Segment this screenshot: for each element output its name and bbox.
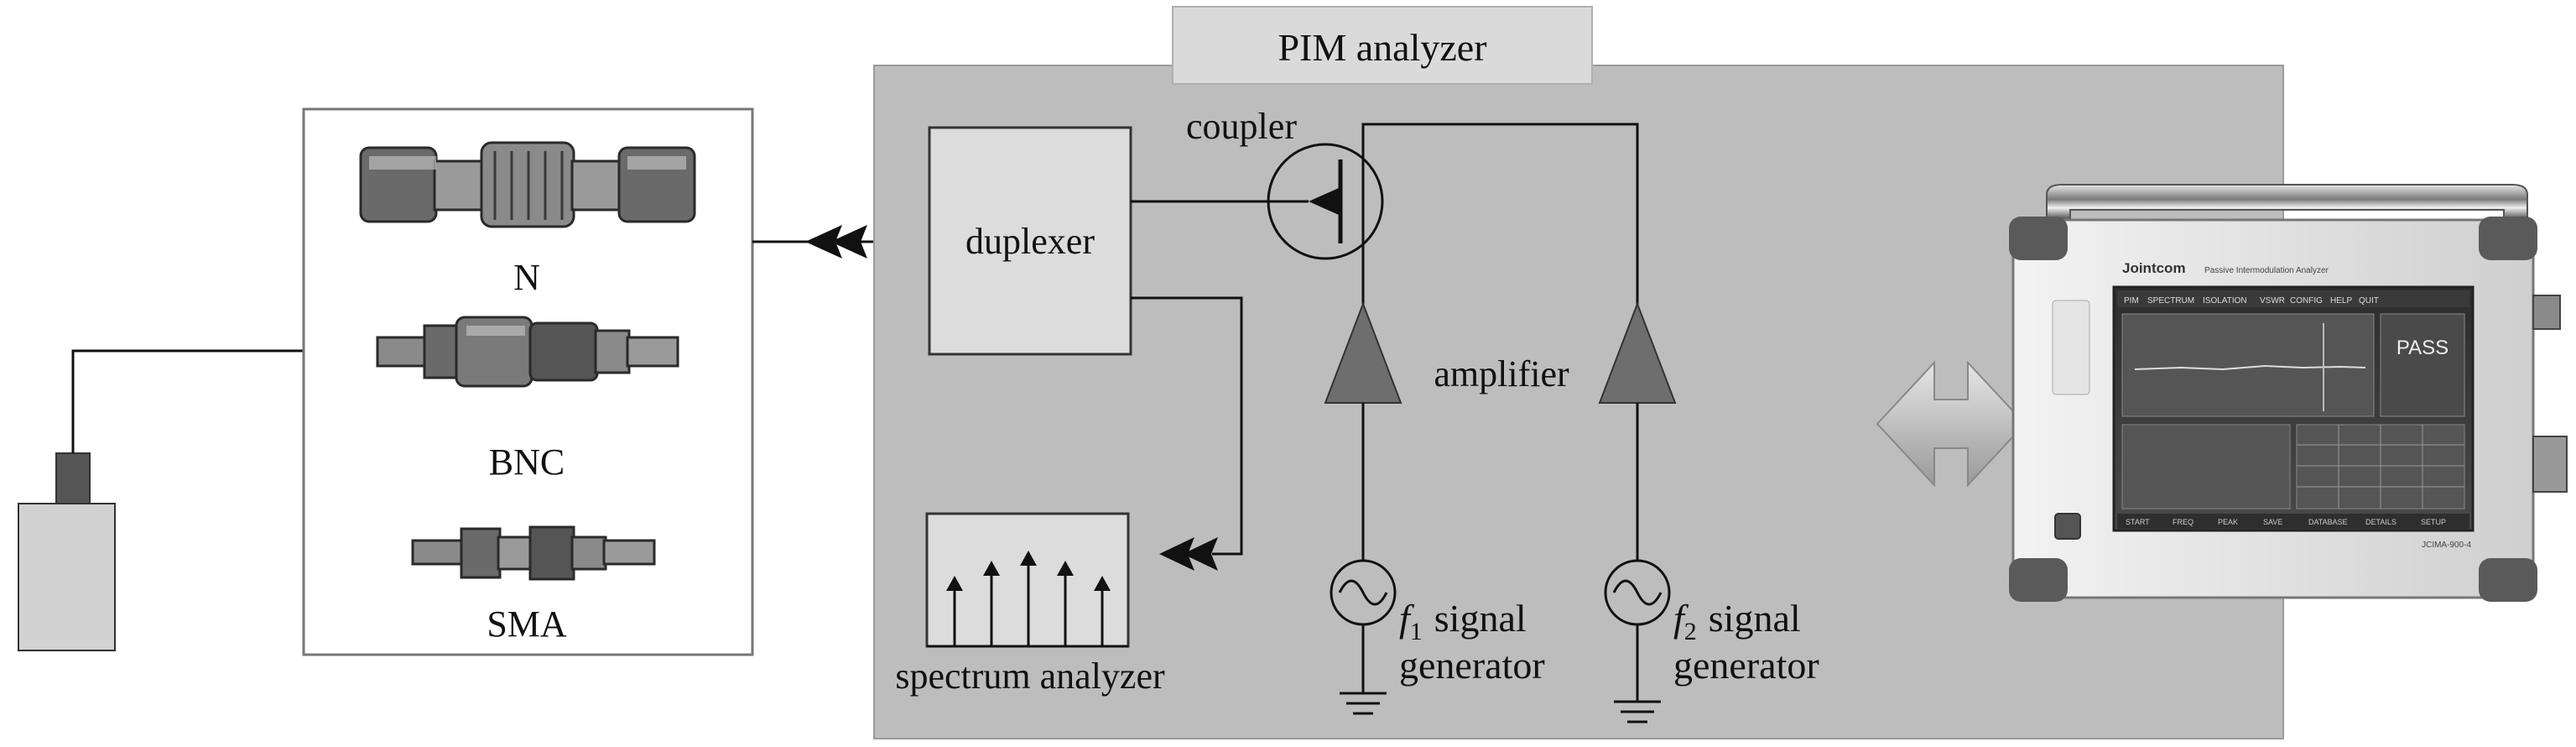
screen-pass-text: PASS [2396, 337, 2449, 359]
bumper-top-right [2479, 217, 2537, 260]
sma-adapter-image [411, 525, 656, 581]
instrument-port-1 [2532, 295, 2561, 330]
screen-menu-0: PIM [2124, 296, 2139, 306]
softkey-4: DATABASE [2308, 518, 2348, 526]
n-connector-label: N [513, 257, 540, 298]
instrument-port-2 [2532, 436, 2568, 493]
pim-analyzer-instrument: Jointcom Passive Intermodulation Analyze… [2009, 184, 2568, 602]
spectrum-arrow-head-2 [1183, 537, 1218, 571]
pim-analyzer-title-box [1172, 6, 1593, 85]
bnc-connector-label: BNC [489, 441, 565, 483]
coupler-label: coupler [1186, 106, 1297, 147]
spectrum-arrow-head-1 [1159, 537, 1194, 571]
duplexer-spectrum-line [1131, 296, 1243, 556]
dut-device [18, 349, 304, 651]
output-arrow [752, 225, 933, 259]
softkey-1: FREQ [2173, 518, 2194, 526]
screen-trace-line [2134, 364, 2366, 371]
coupler-top-line [1361, 123, 1639, 340]
bumper-bottom-right [2479, 558, 2537, 602]
screen-menu-2: ISOLATION [2203, 296, 2247, 306]
instrument-model: JCIMA-900-4 [2422, 541, 2471, 550]
softkey-0: START [2126, 518, 2150, 526]
bnc-adapter-image [376, 316, 679, 388]
instrument-led-panel [2052, 300, 2090, 395]
screen-spectrum-panel [2121, 424, 2291, 509]
screen-trace-panel [2121, 313, 2375, 417]
softkey-5: DETAILS [2365, 518, 2396, 526]
spectrum-lines-icon [927, 551, 1128, 648]
screen-pass-panel [2380, 313, 2465, 417]
ground-1-icon [1340, 692, 1387, 715]
pim-analyzer-title: PIM analyzer [1278, 26, 1486, 69]
bumper-bottom-left [2009, 558, 2068, 602]
dut-body [18, 503, 116, 651]
instrument-power-button [2054, 513, 2081, 540]
duplexer-block [928, 126, 1132, 356]
screen-menu-bar: PIM SPECTRUM ISOLATION VSWR CONFIG HELP … [2117, 290, 2469, 307]
spectrum-analyzer-label: spectrum analyzer [895, 656, 1165, 697]
screen-table-grid [2297, 425, 2464, 509]
softkey-3: SAVE [2263, 518, 2282, 526]
duplexer-label: duplexer [965, 221, 1095, 262]
screen-menu-4: CONFIG [2290, 296, 2323, 306]
pim-analyzer: PIM analyzer duplexer coupler amplifier [873, 6, 2284, 739]
ground-2-icon [1614, 700, 1661, 723]
bumper-top-left [2009, 217, 2068, 260]
signal-generator-1 [1330, 559, 1397, 715]
screen-menu-5: HELP [2330, 296, 2352, 306]
sma-connector-label: SMA [487, 603, 567, 645]
screen-softkeys: START FREQ PEAK SAVE DATABASE DETAILS SE… [2117, 514, 2469, 529]
amplifier-label: amplifier [1434, 353, 1569, 394]
signal-generator-2 [1604, 559, 1671, 723]
dut-connector [55, 452, 91, 504]
screen-menu-1: SPECTRUM [2147, 296, 2194, 306]
connector-panel: N BNC SMA [302, 107, 754, 656]
instrument-subtitle: Passive Intermodulation Analyzer [2204, 266, 2329, 275]
screen-menu-3: VSWR [2260, 296, 2285, 306]
instrument-brand: Jointcom [2122, 260, 2186, 276]
dut-cable [71, 349, 304, 453]
gen2-generator-label: generator [1673, 644, 1819, 687]
softkey-6: SETUP [2421, 518, 2446, 526]
n-adapter-image [359, 141, 696, 228]
screen-menu-6: QUIT [2359, 296, 2379, 306]
softkey-2: PEAK [2218, 518, 2238, 526]
gen1-generator-label: generator [1399, 644, 1545, 687]
